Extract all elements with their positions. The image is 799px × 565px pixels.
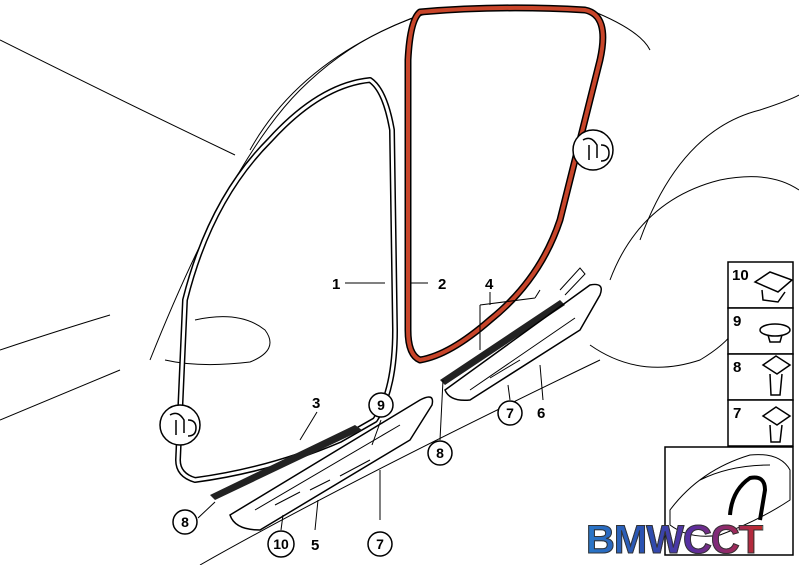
callout-4: 4 (485, 276, 494, 293)
rear-quarter (639, 94, 799, 241)
push-button-icon (759, 323, 791, 337)
legend-item-9: 9 (727, 307, 794, 355)
legend-item-7: 7 (727, 399, 794, 447)
callout-1: 1 (332, 276, 340, 293)
leader-lines (197, 282, 544, 531)
watermark-logo: BMWCCT (585, 518, 763, 562)
locator-car-thumbnail (664, 446, 794, 556)
hood-line (0, 39, 236, 156)
svg-text:8: 8 (181, 514, 189, 530)
legend-item-10: 10 (727, 261, 794, 309)
callout-3: 3 (312, 395, 320, 412)
sill-trim-part-6 (444, 283, 602, 402)
rear-wheel-lower (589, 329, 736, 368)
expanding-rivet-icon (761, 355, 792, 396)
callout-8-rear: 8 (427, 440, 453, 466)
clip-nut-icon (753, 271, 794, 303)
lower-body-line (199, 359, 601, 565)
callout-5: 5 (311, 537, 319, 554)
callout-9: 9 (368, 392, 394, 418)
a-pillar-outer (249, 14, 421, 151)
expanding-rivet-icon (761, 406, 792, 443)
callout-6: 6 (537, 405, 545, 422)
callout-8-front: 8 (172, 509, 198, 535)
front-bumper-line (0, 369, 121, 421)
fender-line (0, 314, 111, 351)
svg-text:7: 7 (376, 536, 384, 552)
svg-text:7: 7 (733, 405, 741, 422)
svg-text:9: 9 (377, 397, 385, 413)
rear-wheel-arch (609, 176, 799, 281)
sill-strip-part-4 (440, 300, 565, 385)
clip-symbol-icon (572, 129, 614, 171)
svg-text:8: 8 (733, 359, 741, 376)
svg-text:10: 10 (273, 536, 289, 552)
callout-7-front: 7 (367, 531, 393, 557)
door-seal-front-part-1 (175, 77, 398, 483)
svg-text:8: 8 (436, 445, 444, 461)
callout-7-rear: 7 (497, 400, 523, 426)
mirror (164, 316, 271, 366)
sill-strip-part-3 (210, 425, 362, 500)
sill-trim-part-5 (229, 396, 434, 531)
svg-text:9: 9 (733, 313, 741, 330)
svg-text:7: 7 (506, 405, 514, 421)
svg-text:10: 10 (732, 267, 749, 284)
callout-10: 10 (267, 530, 295, 558)
clip-symbol-icon (159, 404, 201, 446)
callout-2: 2 (438, 276, 446, 293)
legend-item-8: 8 (727, 353, 794, 401)
